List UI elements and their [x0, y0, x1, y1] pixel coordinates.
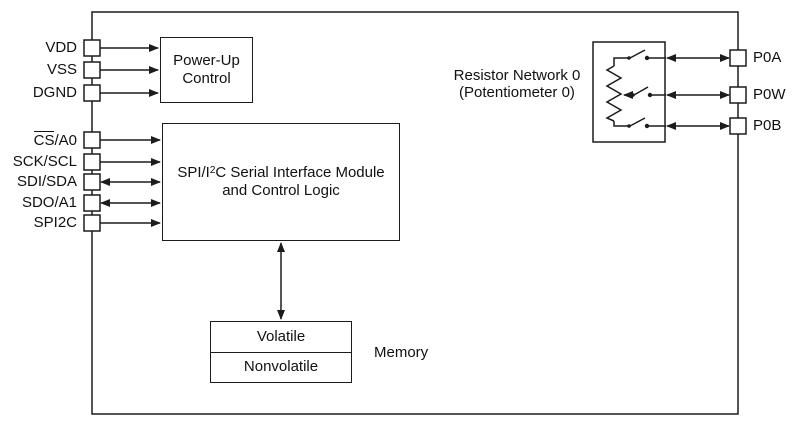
pin-pad-sdi-sda	[83, 173, 101, 191]
chip-boundary	[91, 11, 739, 415]
pin-pad-vss	[83, 61, 101, 79]
switch-a-pivot-dot	[627, 56, 631, 60]
pin-label-spi2c: SPI2C	[33, 214, 77, 231]
serial-line1-post: C Serial Interface Module	[215, 164, 385, 181]
pin-pad-p0w	[729, 86, 747, 104]
serial-line1-pre: SPI/I	[177, 164, 210, 181]
resistor-symbol	[605, 65, 623, 122]
resistor-network-box	[592, 41, 666, 143]
switch-b-blade	[629, 117, 646, 127]
pin-label-cs-a0: CS/A0	[0, 131, 77, 149]
pin-label-p0b: P0B	[753, 117, 782, 134]
pin-pad-sdo-a1	[83, 194, 101, 212]
terminal-b-stub	[613, 121, 629, 127]
serial-interface-line1: SPI/I2C Serial Interface Module	[177, 164, 384, 182]
memory-label: Memory	[374, 344, 429, 361]
switch-w-pivot-dot	[631, 93, 635, 97]
pin-pad-dgnd	[83, 84, 101, 102]
resistor-network-label-line2: (Potentiometer 0)	[459, 84, 575, 101]
pin-label-sdo-a1: SDO/A1	[21, 194, 77, 211]
memory-volatile-cell: Volatile	[211, 322, 351, 353]
pin-label-vdd: VDD	[45, 39, 77, 56]
pin-label-vss: VSS	[46, 61, 77, 78]
cs-overline: CS	[33, 131, 55, 149]
pin-label-p0w: P0W	[753, 86, 786, 103]
memory-nonvolatile-cell: Nonvolatile	[243, 358, 319, 376]
pin-pad-p0b	[729, 117, 747, 135]
pin-pad-spi2c	[83, 214, 101, 232]
pin-pad-sck-scl	[83, 153, 101, 171]
serial-interface-line2: and Control Logic	[222, 182, 340, 199]
pin-pad-cs-a0	[83, 131, 101, 149]
switch-w-blade	[633, 86, 649, 96]
pin-label-dgnd: DGND	[32, 84, 77, 101]
switch-a-blade	[629, 49, 646, 59]
pin-label-p0a: P0A	[753, 49, 782, 66]
power-up-control-block: Power-Up Control	[160, 37, 253, 103]
pin-pad-vdd	[83, 39, 101, 57]
resistor-network-label: Resistor Network 0 (Potentiometer 0)	[437, 67, 597, 101]
i2c-superscript: 2	[209, 165, 216, 176]
pin-pad-p0a	[729, 49, 747, 67]
cs-label-rest: /A0	[54, 132, 77, 149]
pin-label-sck-scl: SCK/SCL	[12, 153, 77, 170]
serial-interface-block: SPI/I2C Serial Interface Module and Cont…	[162, 123, 400, 241]
resistor-network-label-line1: Resistor Network 0	[453, 67, 581, 84]
pin-label-sdi-sda: SDI/SDA	[16, 173, 77, 190]
terminal-a-stub	[613, 57, 629, 66]
power-up-line2: Control	[182, 70, 231, 87]
memory-block: Volatile Nonvolatile	[210, 321, 352, 383]
switch-b-pivot-dot	[627, 124, 631, 128]
power-up-line1: Power-Up	[173, 52, 240, 69]
